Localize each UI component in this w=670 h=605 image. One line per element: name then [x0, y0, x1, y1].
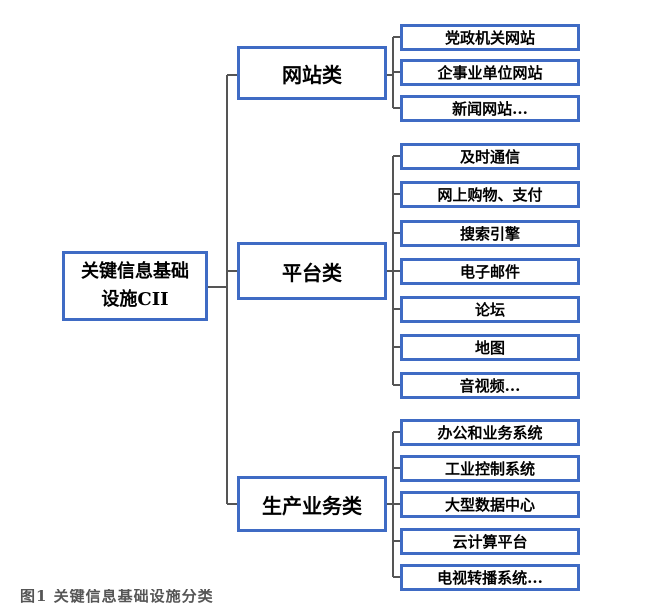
leaf-audio-video: 音视频... — [400, 372, 580, 399]
leaf-label: 新闻网站... — [452, 100, 528, 118]
leaf-label: 办公和业务系统 — [437, 424, 543, 442]
leaf-party-government-websites: 党政机关网站 — [400, 24, 580, 51]
leaf-label: 论坛 — [474, 301, 505, 319]
leaf-cloud-computing-platform: 云计算平台 — [400, 528, 580, 555]
leaf-map: 地图 — [400, 334, 580, 361]
leaf-label: 网上购物、支付 — [437, 186, 543, 204]
leaf-label: 电视转播系统... — [437, 569, 543, 587]
leaf-online-shopping-payment: 网上购物、支付 — [400, 181, 580, 208]
figure-caption-strip: 图1 关键信息基础设施分类 — [0, 589, 670, 605]
leaf-label: 搜索引擎 — [459, 225, 520, 243]
leaf-industrial-control-systems: 工业控制系统 — [400, 455, 580, 482]
root-label-line-1: 关键信息基础 — [81, 261, 189, 282]
category-production-business: 生产业务类 — [237, 476, 387, 532]
leaf-news-websites: 新闻网站... — [400, 95, 580, 122]
category-platforms: 平台类 — [237, 242, 387, 300]
leaf-forum: 论坛 — [400, 296, 580, 323]
leaf-search-engine: 搜索引擎 — [400, 220, 580, 247]
leaf-label: 及时通信 — [459, 148, 520, 166]
root-label-line-2: 设施CII — [101, 289, 169, 310]
leaf-label: 地图 — [474, 339, 505, 357]
leaf-enterprise-institution-websites: 企事业单位网站 — [400, 59, 580, 86]
leaf-office-business-systems: 办公和业务系统 — [400, 419, 580, 446]
category-label: 生产业务类 — [262, 493, 362, 518]
leaf-label: 企事业单位网站 — [437, 64, 543, 82]
leaf-instant-messaging: 及时通信 — [400, 143, 580, 170]
leaf-label: 工业控制系统 — [444, 460, 535, 478]
category-label: 平台类 — [282, 260, 342, 285]
leaf-label: 大型数据中心 — [444, 496, 535, 514]
leaf-label: 党政机关网站 — [444, 29, 535, 47]
leaf-email: 电子邮件 — [400, 258, 580, 285]
leaf-tv-broadcast-systems: 电视转播系统... — [400, 564, 580, 591]
leaf-label: 电子邮件 — [459, 263, 520, 281]
category-websites: 网站类 — [237, 46, 387, 100]
root-node-cii: 关键信息基础 设施CII — [62, 251, 208, 321]
leaf-large-data-center: 大型数据中心 — [400, 491, 580, 518]
leaf-label: 云计算平台 — [452, 533, 528, 551]
category-label: 网站类 — [282, 62, 342, 87]
figure-caption: 图1 关键信息基础设施分类 — [20, 589, 214, 605]
leaf-label: 音视频... — [459, 377, 521, 395]
